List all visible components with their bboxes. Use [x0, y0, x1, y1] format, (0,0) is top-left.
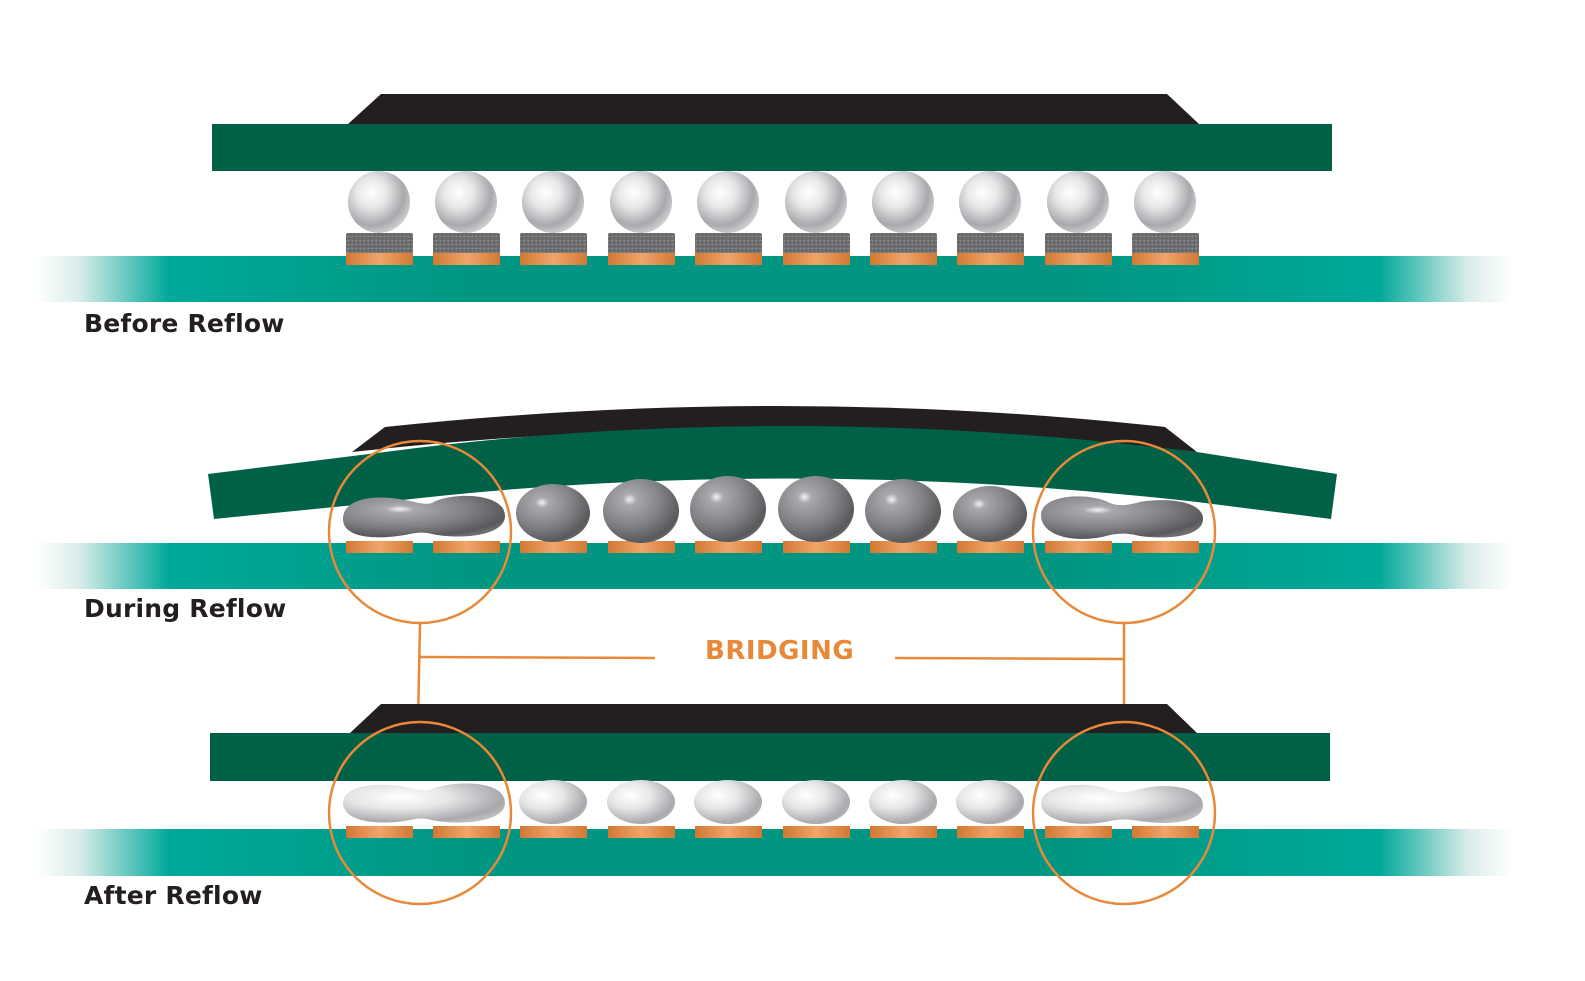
package-substrate: [212, 124, 1332, 171]
solder-ball-row: [348, 171, 1196, 233]
solder-paste-row: [346, 233, 1199, 253]
panel-after-reflow: [36, 704, 1512, 906]
package-substrate-warped: [208, 426, 1337, 519]
bridging-label: BRIDGING: [705, 636, 855, 666]
pad-row: [346, 826, 1199, 838]
molten-solder-balls: [343, 476, 1203, 543]
panel-during-reflow: [36, 406, 1512, 625]
panel-before-reflow: [36, 94, 1512, 302]
pad-row: [346, 541, 1199, 553]
package-substrate: [210, 733, 1330, 781]
stage-label-before-reflow: Before Reflow: [84, 309, 285, 338]
package-body: [350, 704, 1197, 733]
bridging-callout-circles: [327, 720, 1217, 906]
pad-row: [346, 252, 1199, 265]
package-body: [348, 94, 1199, 124]
package-body: [352, 406, 1197, 452]
pcb-board: [36, 543, 1512, 589]
stage-label-during-reflow: During Reflow: [84, 594, 287, 623]
stage-label-after-reflow: After Reflow: [84, 881, 263, 910]
pcb-board: [36, 256, 1512, 302]
pcb-board: [36, 829, 1512, 876]
solidified-solder-joints: [343, 780, 1203, 824]
